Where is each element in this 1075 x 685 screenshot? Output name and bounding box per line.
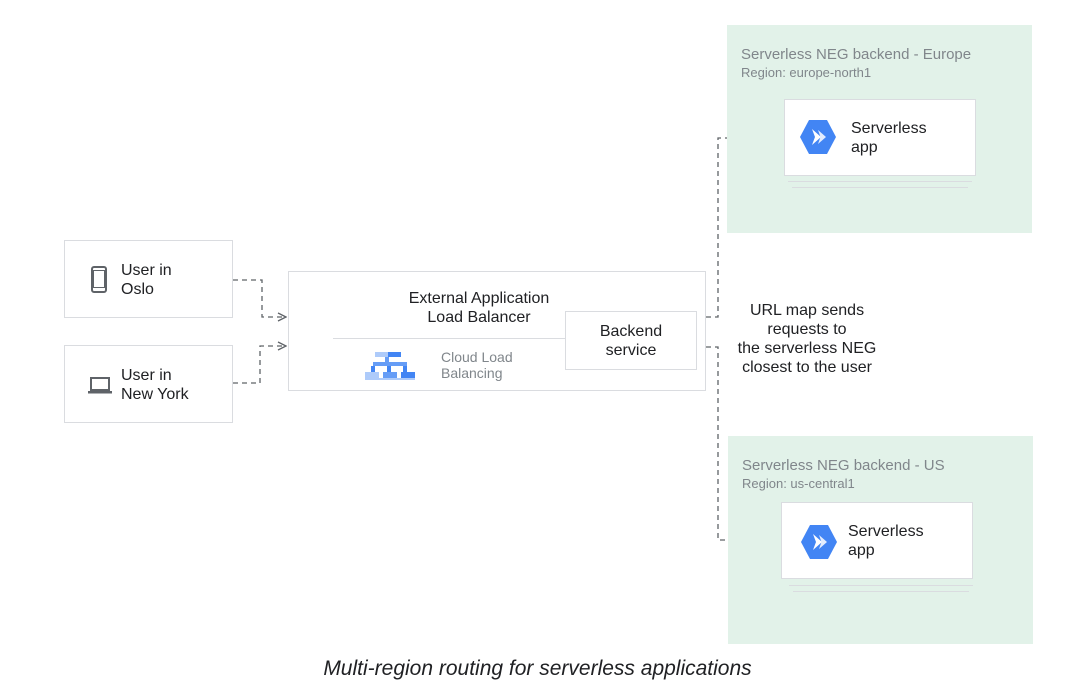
card-shadow-line bbox=[788, 181, 972, 182]
us-serverless-app-label: Serverless app bbox=[848, 523, 924, 559]
user-newyork-card: User in New York bbox=[64, 345, 233, 423]
user-newyork-label: User in New York bbox=[121, 367, 189, 403]
europe-neg-region: Serverless NEG backend - Europe Region: … bbox=[727, 25, 1032, 233]
user-oslo-card: User in Oslo bbox=[64, 240, 233, 318]
serverless-app-icon bbox=[801, 525, 837, 559]
serverless-app-icon bbox=[800, 120, 836, 154]
newyork-to-lb-arrow bbox=[233, 346, 286, 384]
load-balancer-title: External Application Load Balancer bbox=[408, 290, 550, 326]
oslo-to-lb-arrow bbox=[233, 279, 286, 317]
cloud-load-balancing-label: Cloud Load Balancing bbox=[441, 349, 513, 381]
us-region-subtitle: Region: us-central1 bbox=[742, 476, 855, 491]
europe-serverless-app-label: Serverless app bbox=[851, 120, 927, 156]
europe-region-title: Serverless NEG backend - Europe bbox=[741, 46, 972, 63]
europe-serverless-app-card: Serverless app bbox=[784, 99, 976, 176]
smartphone-icon bbox=[91, 266, 107, 293]
us-serverless-app-card: Serverless app bbox=[781, 502, 973, 579]
card-shadow-line bbox=[792, 187, 968, 188]
cloud-load-balancing-icon bbox=[365, 352, 415, 380]
user-oslo-label: User in Oslo bbox=[121, 262, 172, 298]
us-neg-region: Serverless NEG backend - US Region: us-c… bbox=[728, 436, 1033, 644]
backend-service-label: Backend service bbox=[599, 323, 663, 359]
card-shadow-line bbox=[789, 585, 973, 586]
laptop-icon bbox=[88, 377, 112, 394]
us-region-title: Serverless NEG backend - US bbox=[742, 457, 945, 474]
europe-region-subtitle: Region: europe-north1 bbox=[741, 65, 872, 80]
figure-caption: Multi-region routing for serverless appl… bbox=[323, 657, 752, 680]
backend-service-card: Backend service bbox=[565, 311, 697, 370]
card-shadow-line bbox=[793, 591, 969, 592]
url-map-note: URL map sends requests to the serverless… bbox=[737, 302, 877, 376]
divider bbox=[333, 338, 566, 339]
